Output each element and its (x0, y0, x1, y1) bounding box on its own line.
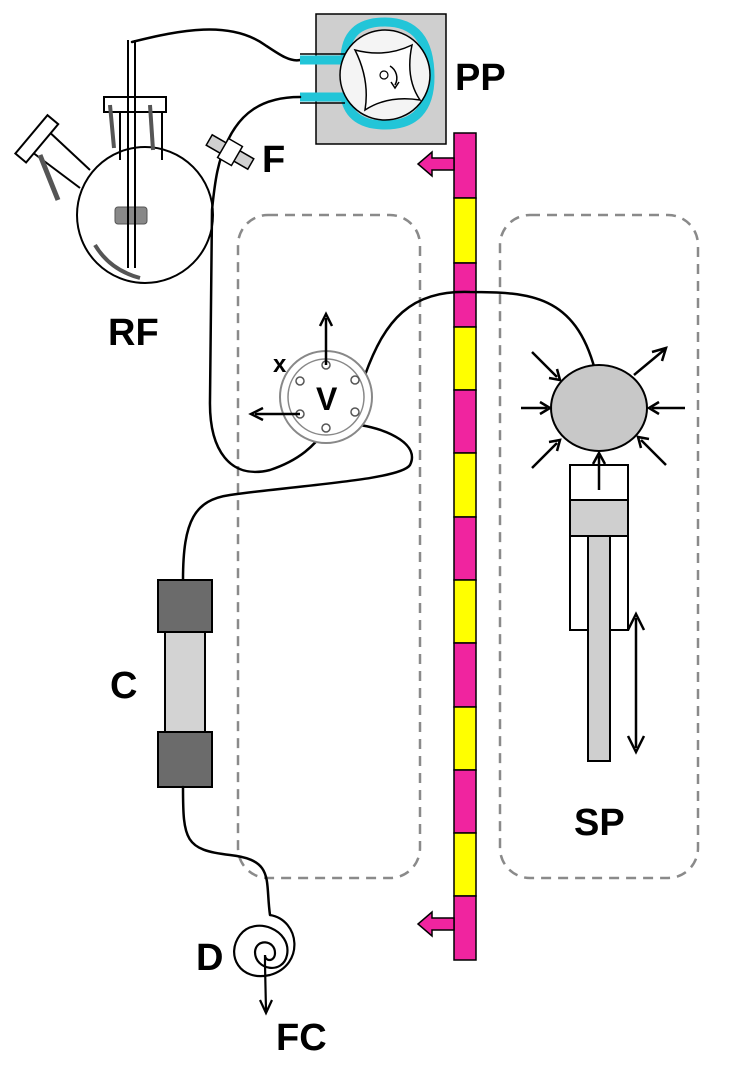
syringe-pump-icon (521, 346, 685, 762)
round-bottom-flask-icon (13, 40, 214, 284)
chromatography-column-icon (157, 579, 213, 788)
distribution-strip (416, 132, 477, 961)
pump-label: PP (455, 57, 506, 99)
valve-dashed-box (236, 213, 422, 880)
fraction-collector-label: FC (276, 1017, 327, 1059)
valve-to-syringe-tube (363, 290, 597, 377)
valve-label: V (316, 381, 338, 417)
filter-label: F (262, 139, 285, 181)
syringe-dashed-box (498, 213, 700, 880)
valve-to-column-tube (181, 423, 414, 582)
syringe-pump-label: SP (574, 802, 625, 844)
round-flask-label: RF (108, 312, 159, 354)
rotary-valve-icon (248, 311, 373, 444)
detector-label: D (196, 937, 223, 979)
column-label: C (110, 665, 137, 707)
peristaltic-pump-icon (300, 13, 447, 145)
flask-to-pump-tube (130, 28, 302, 62)
pump-to-filter-tube (208, 95, 327, 474)
coil-detector-icon (233, 913, 296, 1016)
inline-filter-icon (205, 133, 255, 171)
column-to-detector-tube (181, 785, 272, 917)
valve-port-label: x (273, 351, 287, 378)
